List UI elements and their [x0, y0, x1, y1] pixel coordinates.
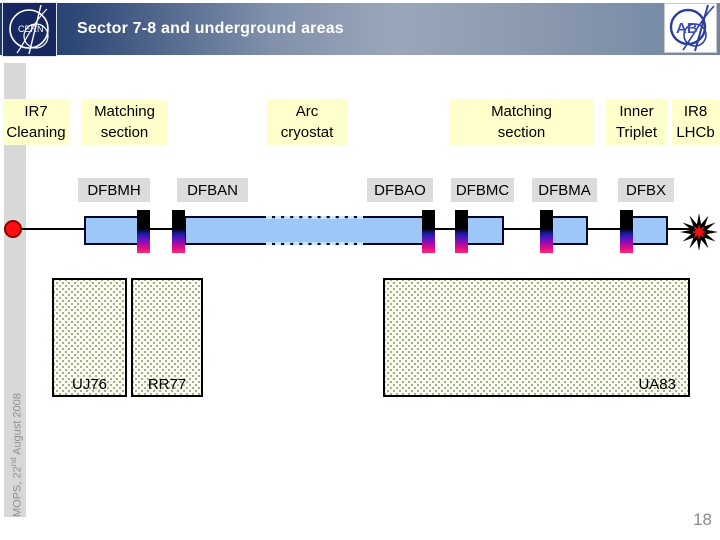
- feedbox-label-dfban: DFBAN: [177, 178, 248, 202]
- section-label-matching-right: Matching section: [450, 99, 593, 145]
- underground-label-uj76: UJ76: [71, 376, 108, 393]
- feedbox-marker-dfbmh: [137, 210, 150, 253]
- ab-department-logo-icon: AB: [664, 3, 717, 53]
- cryostat-segment: [84, 216, 139, 245]
- section-label-matching-left: Matching section: [82, 99, 167, 145]
- arc-continuation-dashes: [266, 216, 363, 245]
- cryostat-segment: [631, 216, 668, 245]
- feedbox-marker-dfbma: [540, 210, 553, 253]
- feedbox-marker-dfbao: [422, 210, 435, 253]
- section-label-ir7-cleaning: IR7 Cleaning: [3, 99, 69, 145]
- feedbox-marker-dfbmc: [455, 210, 468, 253]
- feedbox-label-dfbmh: DFBMH: [78, 178, 150, 202]
- underground-box-rr77: RR77: [131, 278, 203, 397]
- underground-box-ua83: UA83: [383, 278, 690, 397]
- page-title: Sector 7-8 and underground areas: [77, 20, 344, 37]
- underground-label-rr77: RR77: [147, 376, 187, 393]
- conference-date-text: MOPS, 22nd August 2008: [9, 393, 24, 517]
- title-banner: [0, 3, 720, 55]
- section-label-ir8-lhcb: IR8 LHCb: [672, 99, 719, 145]
- feedbox-marker-dfbx: [620, 210, 633, 253]
- cryostat-segment: [466, 216, 504, 245]
- underground-label-ua83: UA83: [638, 376, 676, 393]
- feedbox-label-dfbao: DFBAO: [367, 178, 433, 202]
- underground-box-uj76: UJ76: [52, 278, 127, 397]
- feedbox-label-dfbma: DFBMA: [532, 178, 597, 202]
- beam-endpoint-dot-icon: [4, 220, 22, 238]
- section-label-inner-triplet: Inner Triplet: [606, 99, 667, 145]
- side-strip: [4, 63, 26, 517]
- svg-text:CERN: CERN: [18, 24, 44, 34]
- svg-text:AB: AB: [676, 20, 698, 37]
- feedbox-label-dfbmc: DFBMC: [451, 178, 514, 202]
- collision-starburst-icon: [680, 210, 718, 259]
- cryostat-segment: [551, 216, 588, 245]
- section-label-arc-cryostat: Arc cryostat: [267, 99, 347, 145]
- cern-logo-icon: CERN: [2, 2, 57, 57]
- feedbox-marker-dfban: [172, 210, 185, 253]
- page-number: 18: [693, 510, 712, 529]
- feedbox-label-dfbx: DFBX: [618, 178, 674, 202]
